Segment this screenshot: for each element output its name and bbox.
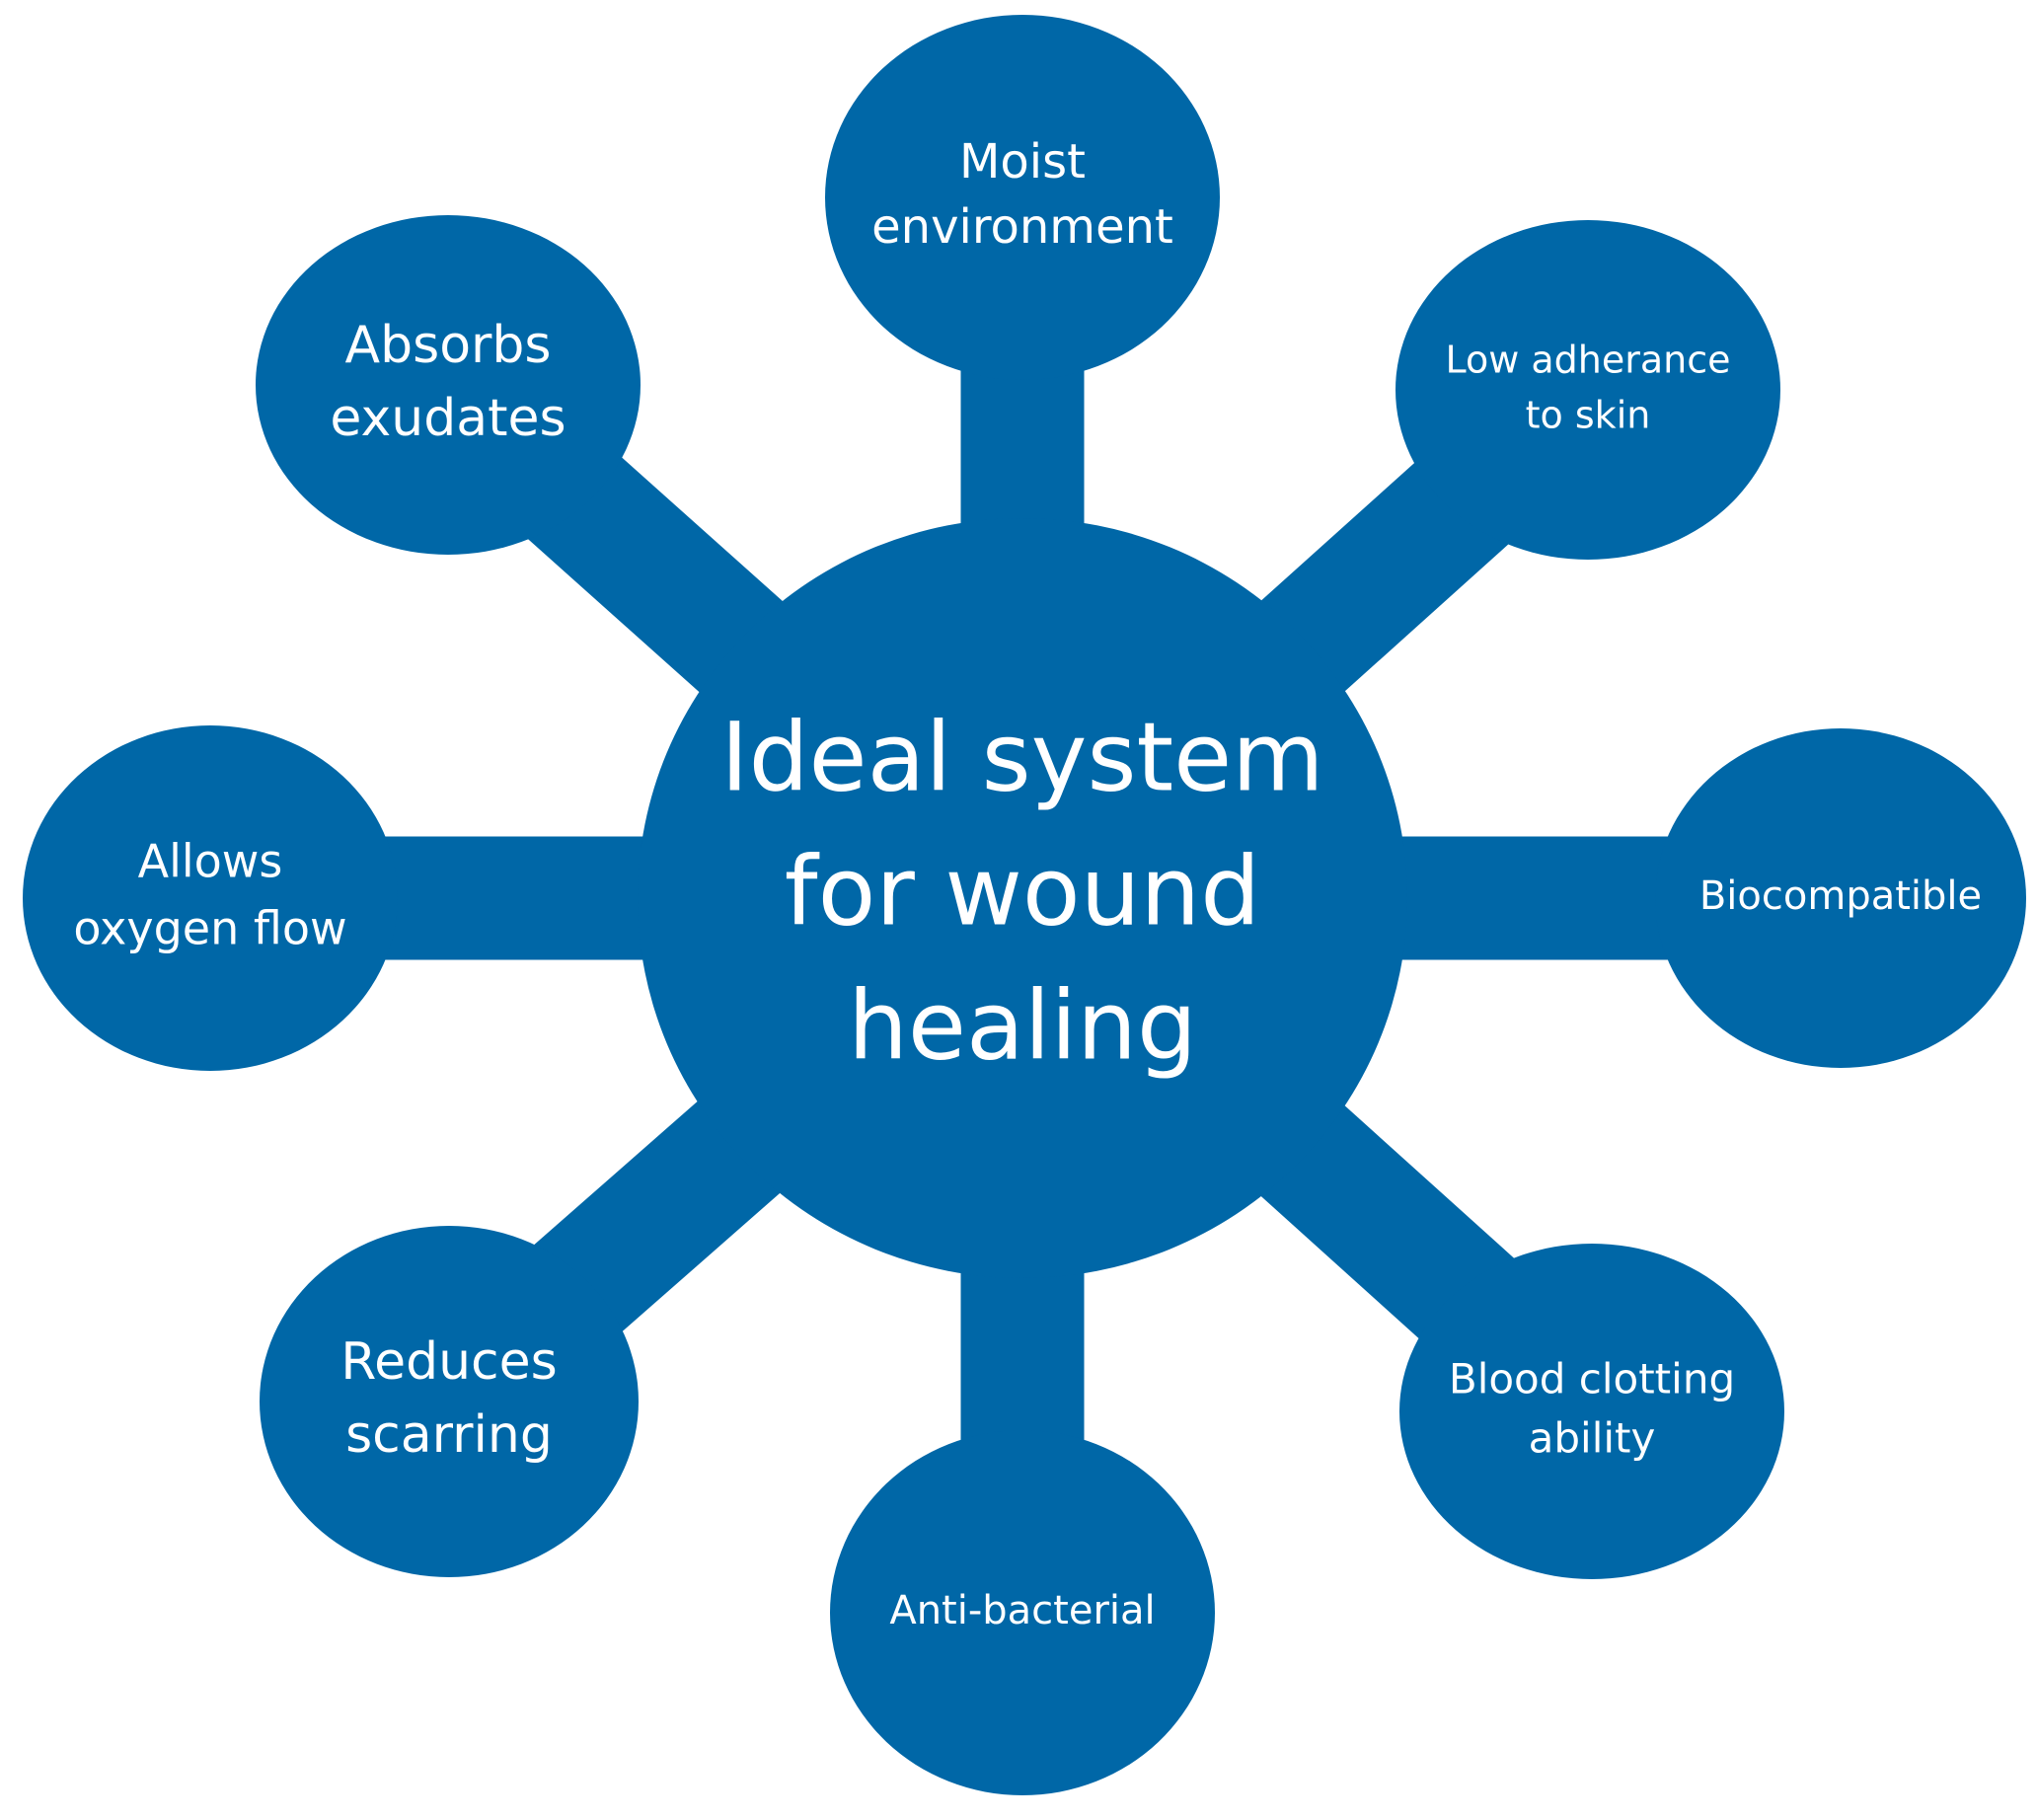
node-circle-absorbs-exudates — [256, 215, 641, 555]
node-circle-low-adherance — [1396, 220, 1780, 560]
hub: Ideal system for wound healing — [638, 518, 1407, 1278]
node-label-moist-line-1: Moist — [959, 134, 1086, 190]
node-allows-oxygen: Allows oxygen flow — [23, 725, 398, 1071]
node-blood-clotting: Blood clotting ability — [1399, 1244, 1784, 1579]
node-reduces-scarring: Reduces scarring — [260, 1226, 639, 1577]
node-label-moist-line-2: environment — [871, 199, 1173, 255]
node-circle-anti-bacterial — [830, 1430, 1215, 1795]
node-label-blood-clotting-line-1: Blood clotting — [1449, 1355, 1735, 1403]
node-label-blood-clotting-line-2: ability — [1529, 1414, 1656, 1463]
node-label-allows-oxygen-line-2: oxygen flow — [73, 902, 346, 955]
node-label-low-adherance-line-1: Low adherance — [1445, 339, 1730, 382]
node-label-reduces-scarring-line-1: Reduces — [340, 1332, 557, 1392]
node-label-reduces-scarring-line-2: scarring — [345, 1405, 553, 1465]
node-label-absorbs-exudates-line-1: Absorbs — [345, 316, 552, 375]
node-circle-moist — [825, 15, 1220, 380]
hub-label-line-3: healing — [848, 970, 1197, 1081]
node-circle-allows-oxygen — [23, 725, 398, 1071]
node-label-absorbs-exudates-line-2: exudates — [330, 389, 566, 448]
hub-circle — [638, 518, 1407, 1278]
node-moist: Moist environment — [825, 15, 1220, 380]
node-circle-reduces-scarring — [260, 1226, 639, 1577]
node-label-biocompatible-line-1: Biocompatible — [1699, 873, 1982, 919]
node-label-low-adherance-line-2: to skin — [1526, 394, 1651, 437]
node-low-adherance: Low adherance to skin — [1396, 220, 1780, 560]
node-absorbs-exudates: Absorbs exudates — [256, 215, 641, 555]
node-label-allows-oxygen-line-1: Allows — [138, 835, 283, 888]
hub-label-line-2: for wound — [785, 836, 1260, 947]
hub-label-line-1: Ideal system — [720, 702, 1323, 812]
node-circle-biocompatible — [1655, 728, 2026, 1068]
node-label-anti-bacterial-line-1: Anti-bacterial — [889, 1588, 1155, 1633]
node-circle-blood-clotting — [1399, 1244, 1784, 1579]
node-biocompatible: Biocompatible — [1655, 728, 2026, 1068]
node-anti-bacterial: Anti-bacterial — [830, 1430, 1215, 1795]
